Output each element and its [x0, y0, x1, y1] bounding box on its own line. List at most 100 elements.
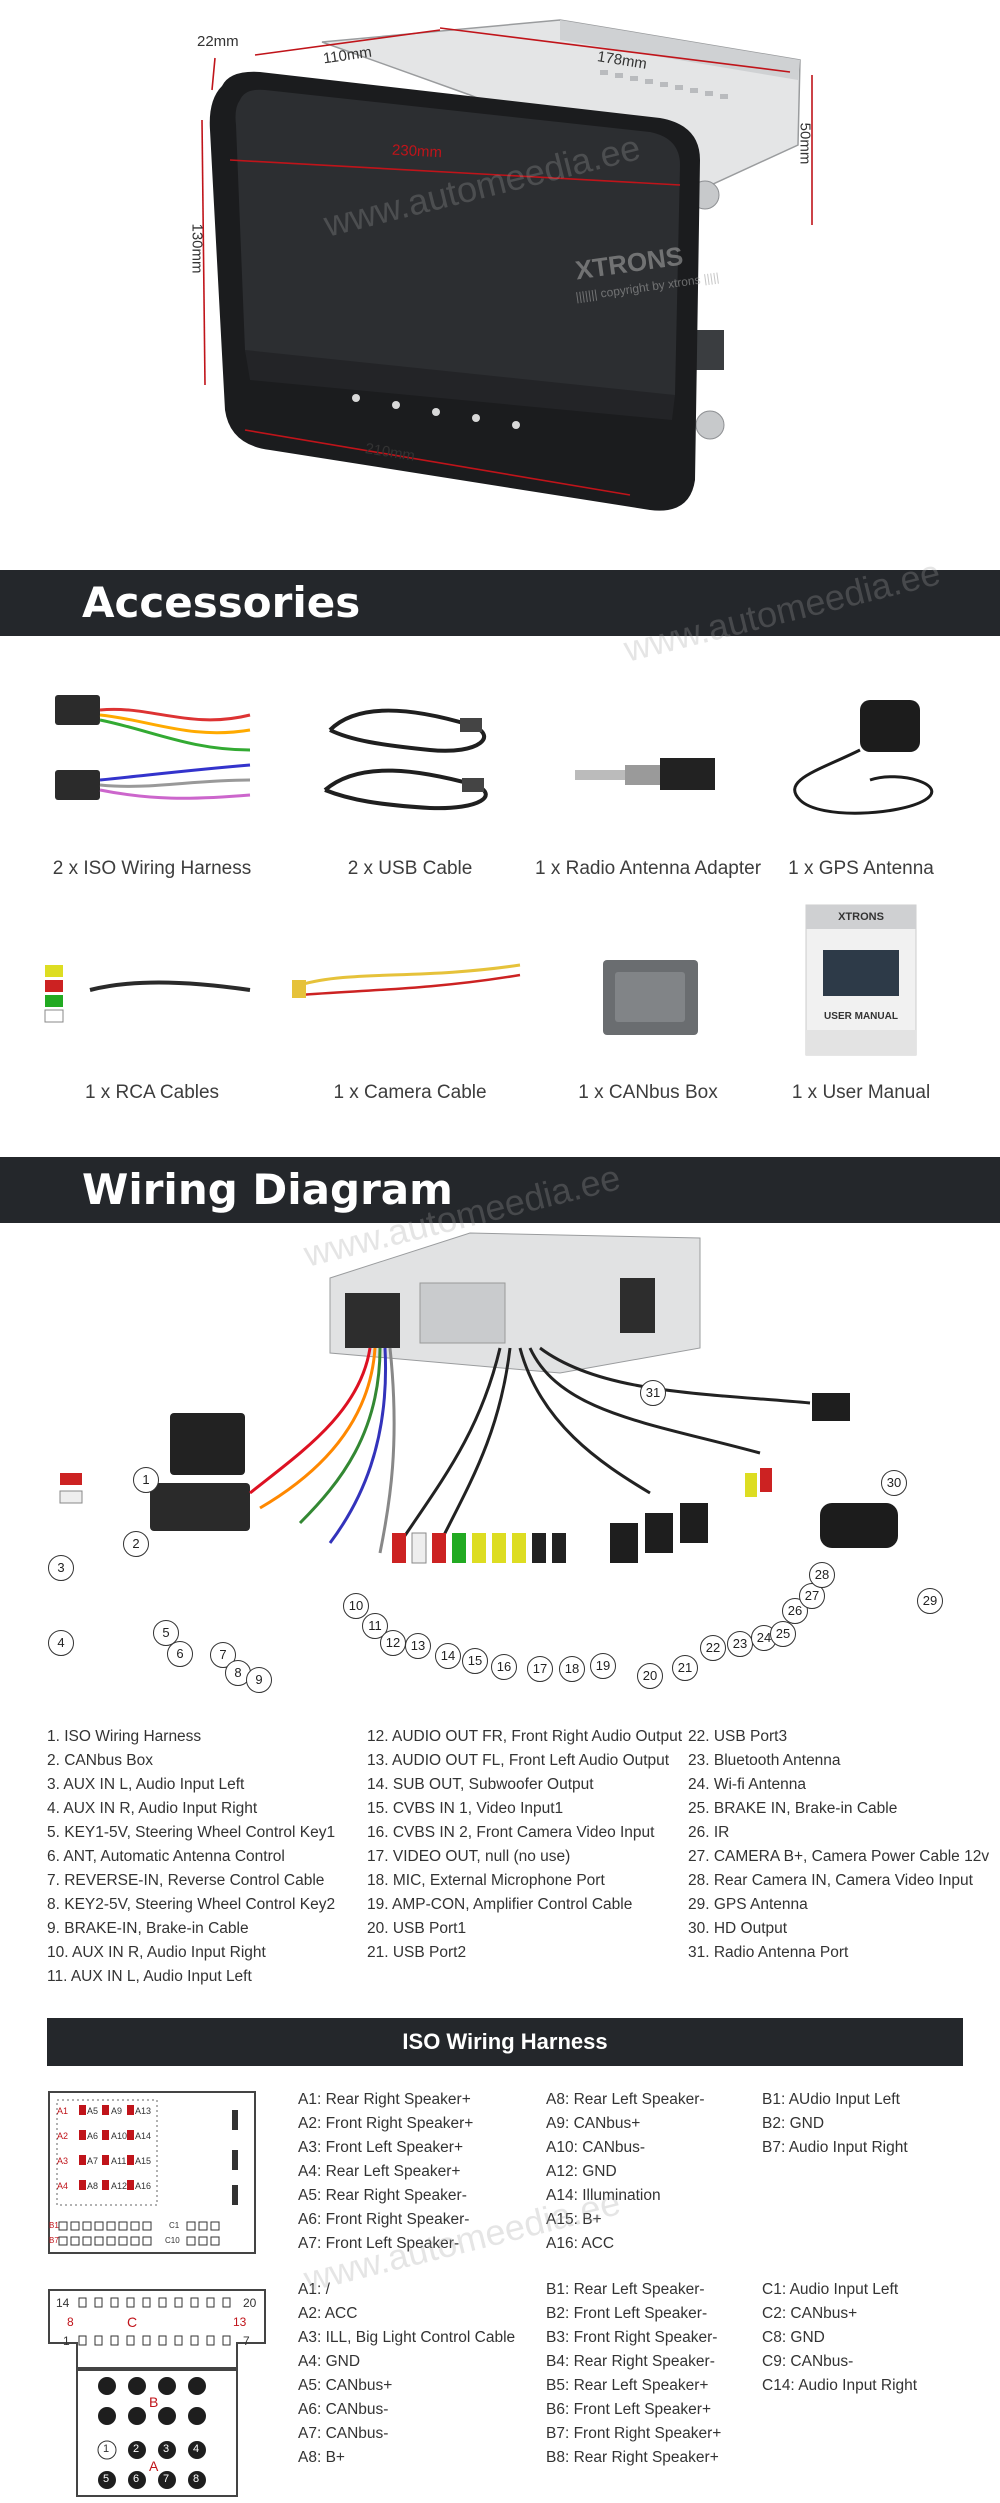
pin-desc: A2: ACC — [298, 2305, 358, 2322]
callout-29: 29 — [917, 1588, 943, 1614]
iso-connector-2-col1: A1: / A2: ACC A3: ILL, Big Light Control… — [298, 2278, 515, 2470]
pin-label: A3 — [57, 2156, 69, 2166]
pin-label: A13 — [135, 2106, 152, 2116]
dim-height-right-label: 50mm — [796, 122, 814, 165]
iso-connector-2-col3: C1: Audio Input Left C2: CANbus+ C8: GND… — [762, 2278, 917, 2398]
pin-desc: C9: CANbus- — [762, 2353, 854, 2370]
dim-height-left-label: 130mm — [188, 223, 206, 274]
pin-desc: A14: Illumination — [546, 2187, 661, 2204]
pin-desc: A7: CANbus- — [298, 2425, 389, 2442]
iso-harness-header: ISO Wiring Harness — [47, 2018, 963, 2066]
callout-3: 3 — [48, 1555, 74, 1581]
iso-connector-2-col2: B1: Rear Left Speaker- B2: Front Left Sp… — [546, 2278, 721, 2470]
pin-desc: C14: Audio Input Right — [762, 2377, 918, 2394]
pin-desc: A7: Front Left Speaker- — [298, 2235, 460, 2252]
pin-label: B1 — [49, 2221, 59, 2230]
pin-label: A7 — [87, 2156, 99, 2166]
pin-desc: A2: Front Right Speaker+ — [298, 2115, 474, 2132]
pin-desc: B2: GND — [762, 2115, 825, 2132]
pin-desc: A8: B+ — [298, 2449, 345, 2466]
callout-14: 14 — [435, 1643, 461, 1669]
callout-4: 4 — [48, 1630, 74, 1656]
legend-item: 5. KEY1-5V, Steering Wheel Control Key1 — [47, 1824, 336, 1841]
pin-desc: C8: GND — [762, 2329, 825, 2346]
pin-label: A5 — [87, 2106, 99, 2116]
callout-10: 10 — [343, 1593, 369, 1619]
callout-26: 26 — [782, 1598, 808, 1624]
pin-label: A11 — [111, 2156, 127, 2166]
pin-label: 3 — [163, 2443, 170, 2455]
callout-1: 1 — [133, 1467, 159, 1493]
pin-label: A9 — [111, 2106, 123, 2116]
pin-label: C — [127, 2314, 138, 2330]
legend-item: 26. IR — [688, 1824, 730, 1841]
legend-item: 6. ANT, Automatic Antenna Control — [47, 1848, 285, 1865]
pin-desc: B2: Front Left Speaker- — [546, 2305, 708, 2322]
callout-30: 30 — [881, 1470, 907, 1496]
pin-label: A4 — [57, 2181, 69, 2191]
callout-6: 6 — [167, 1641, 193, 1667]
iso-connector-2-diagram: 14 20 8 C 13 1 7 B A 1 2 3 4 5 6 7 8 — [47, 2288, 267, 2498]
callout-28: 28 — [809, 1562, 835, 1588]
pin-desc: B5: Rear Left Speaker+ — [546, 2377, 709, 2394]
wiring-legend-col1: 1. ISO Wiring Harness 2. CANbus Box 3. A… — [47, 1725, 335, 1989]
legend-item: 10. AUX IN R, Audio Input Right — [47, 1944, 266, 1961]
iso-connector-1-col2: A8: Rear Left Speaker- A9: CANbus+ A10: … — [546, 2088, 705, 2256]
pin-label: 7 — [163, 2473, 170, 2485]
accessory-caption-canbus: 1 x CANbus Box — [578, 1082, 718, 1103]
pin-label: C10 — [165, 2236, 180, 2245]
pin-label: 5 — [103, 2473, 110, 2485]
pin-label: 6 — [133, 2473, 140, 2485]
iso-connector-1-diagram: A1 A5 A9 A13 A2 A6 A10 A14 A3 A7 A11 A15… — [47, 2090, 257, 2255]
pin-desc: A6: CANbus- — [298, 2401, 389, 2418]
accessory-caption-antenna-adapter: 1 x Radio Antenna Adapter — [534, 858, 762, 879]
pin-desc: C1: Audio Input Left — [762, 2281, 899, 2298]
legend-item: 24. Wi-fi Antenna — [688, 1776, 807, 1793]
legend-item: 1. ISO Wiring Harness — [47, 1728, 202, 1745]
accessories-images: XTRONS USER MANUAL — [0, 660, 1000, 1090]
pin-label: 4 — [193, 2443, 200, 2455]
pin-label: 13 — [233, 2315, 247, 2329]
legend-item: 11. AUX IN L, Audio Input Left — [47, 1968, 252, 1985]
callout-22: 22 — [700, 1635, 726, 1661]
pin-desc: B3: Front Right Speaker- — [546, 2329, 718, 2346]
legend-item: 18. MIC, External Microphone Port — [367, 1872, 605, 1889]
legend-item: 15. CVBS IN 1, Video Input1 — [367, 1800, 564, 1817]
manual-cover-brand: XTRONS — [838, 911, 884, 923]
callout-11: 11 — [362, 1613, 388, 1639]
pin-label: B7 — [49, 2236, 59, 2245]
wiring-legend-col2: 12. AUDIO OUT FR, Front Right Audio Outp… — [367, 1725, 682, 1965]
product-image: 22mm 110mm 178mm 50mm 130mm 210mm 230mm … — [0, 0, 1000, 560]
accessory-caption-usb: 2 x USB Cable — [347, 858, 473, 879]
callout-21: 21 — [672, 1655, 698, 1681]
callout-15: 15 — [462, 1648, 488, 1674]
wiring-header: Wiring Diagram — [0, 1157, 1000, 1223]
callout-23: 23 — [727, 1631, 753, 1657]
legend-item: 29. GPS Antenna — [688, 1896, 808, 1913]
pin-label: 7 — [243, 2334, 250, 2348]
pin-desc: B1: AUdio Input Left — [762, 2091, 900, 2108]
legend-item: 31. Radio Antenna Port — [688, 1944, 849, 1961]
pin-desc: B8: Rear Right Speaker+ — [546, 2449, 719, 2466]
pin-desc: A1: / — [298, 2281, 330, 2298]
legend-item: 4. AUX IN R, Audio Input Right — [47, 1800, 258, 1817]
pin-desc: A6: Front Right Speaker- — [298, 2211, 470, 2228]
callout-31: 31 — [640, 1380, 666, 1406]
accessories-title: Accessories — [82, 578, 361, 627]
callout-16: 16 — [491, 1654, 517, 1680]
callout-20: 20 — [637, 1663, 663, 1689]
callout-13: 13 — [405, 1633, 431, 1659]
legend-item: 2. CANbus Box — [47, 1752, 153, 1769]
legend-item: 21. USB Port2 — [367, 1944, 467, 1961]
pin-label: A1 — [57, 2106, 69, 2116]
pin-desc: A8: Rear Left Speaker- — [546, 2091, 705, 2108]
pin-label: A8 — [87, 2181, 99, 2191]
legend-item: 19. AMP-CON, Amplifier Control Cable — [367, 1896, 633, 1913]
accessory-caption-rca: 1 x RCA Cables — [84, 1082, 220, 1103]
pin-desc: A4: GND — [298, 2353, 361, 2370]
manual-cover-title: USER MANUAL — [824, 1011, 898, 1022]
legend-item: 23. Bluetooth Antenna — [688, 1752, 841, 1769]
pin-desc: A4: Rear Left Speaker+ — [298, 2163, 461, 2180]
legend-item: 14. SUB OUT, Subwoofer Output — [367, 1776, 594, 1793]
pin-label: B — [149, 2394, 159, 2410]
